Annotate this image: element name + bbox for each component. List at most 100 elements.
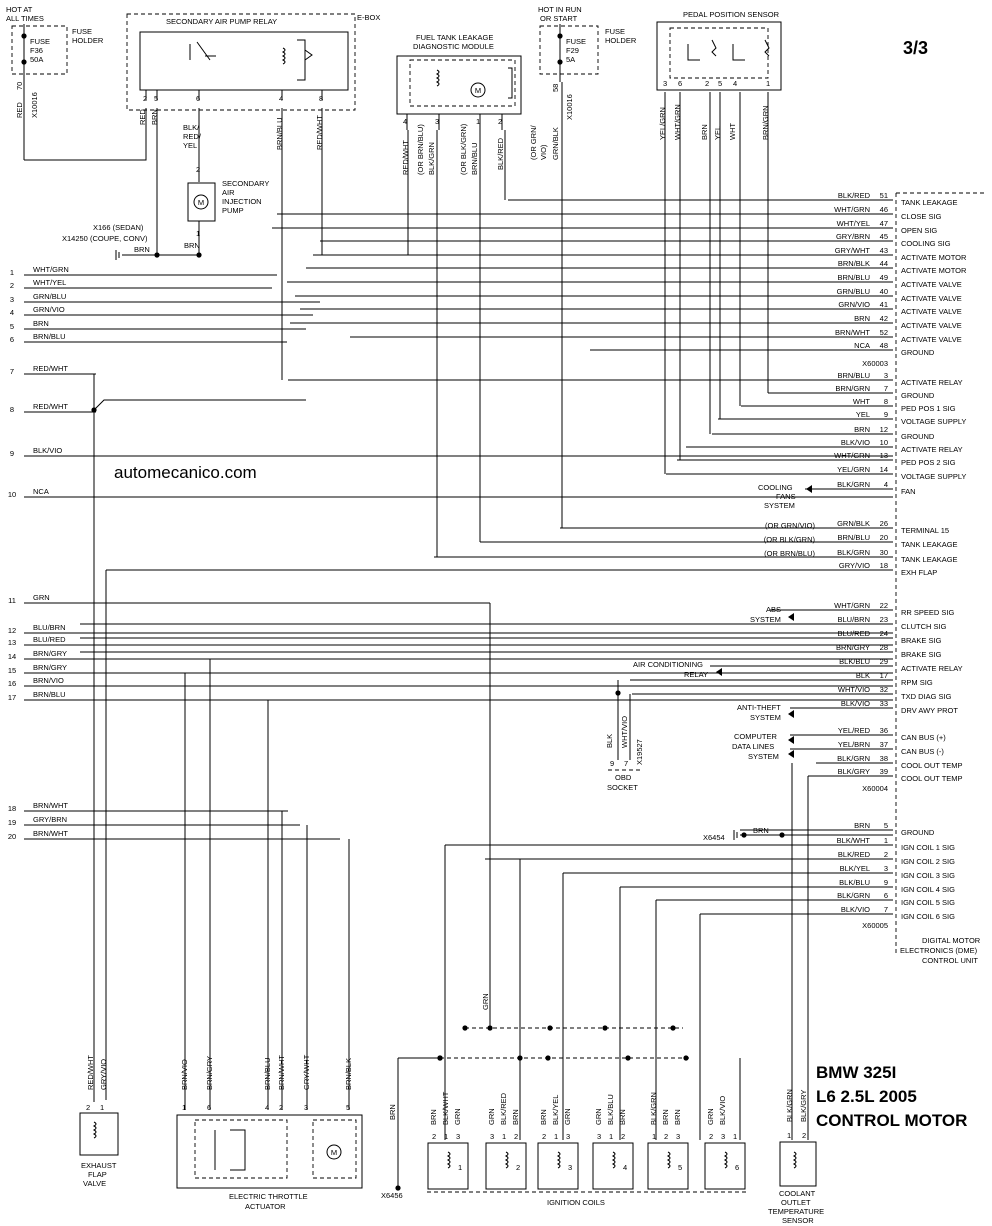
coolant-label: OUTLET xyxy=(781,1198,811,1207)
dme-pin-17: 17 xyxy=(880,671,888,680)
exhaust-coil xyxy=(92,1121,97,1139)
left-wire-num-1: 1 xyxy=(10,268,14,277)
left-wire-num-6: 6 xyxy=(10,335,14,344)
left-wire-num-12: 12 xyxy=(8,626,16,635)
relay-pin-6: 6 xyxy=(196,94,200,103)
splice-dot xyxy=(615,690,621,696)
pedal-pin-3: 3 xyxy=(663,79,667,88)
dme-func-43: ACTIVATE MOTOR xyxy=(901,253,967,262)
fuse-holder-label: HOLDER xyxy=(72,36,104,45)
left-wire-label-4: GRN/VIO xyxy=(33,305,65,314)
relay-title: SECONDARY AIR PUMP RELAY xyxy=(166,17,277,26)
left-wire-num-8: 8 xyxy=(10,405,14,414)
pedal-wire: BRN/GRN xyxy=(761,105,770,140)
coil-number-6: 6 xyxy=(735,1163,739,1172)
coil-pin: 3 xyxy=(721,1132,725,1141)
fuse-holder-1 xyxy=(11,25,68,75)
motor-letter: M xyxy=(475,86,481,95)
pump-pin-2: 2 xyxy=(196,165,200,174)
coil-wire-label: BLK/WHT xyxy=(441,1091,450,1125)
relay-pin-2: 2 xyxy=(143,94,147,103)
dme-alt-wire: (OR BRN/BLU) xyxy=(764,549,815,558)
coil-number-2: 2 xyxy=(516,1163,520,1172)
relay-feed-wire xyxy=(24,108,147,161)
pedal-box xyxy=(656,21,782,91)
dme-pin-6: 6 xyxy=(884,891,888,900)
dme-func-14: VOLTAGE SUPPLY xyxy=(901,472,966,481)
component-layer xyxy=(11,13,985,1193)
dme-func-40: ACTIVATE VALVE xyxy=(901,294,962,303)
throttle-wire-label: BRN/WHT xyxy=(277,1055,286,1090)
coil-pin: 1 xyxy=(609,1132,613,1141)
dme-pin-20: 20 xyxy=(880,533,888,542)
left-wire-num-18: 18 xyxy=(8,804,16,813)
coil-symbol xyxy=(666,1151,671,1169)
left-wire-num-17: 17 xyxy=(8,693,16,702)
dme-wire-43: GRY/WHT xyxy=(835,246,871,255)
antitheft-label: ANTI-THEFT xyxy=(737,703,781,712)
fuse-label: FUSE xyxy=(30,37,50,46)
wire-layer xyxy=(23,24,893,1188)
dme-pin-45: 45 xyxy=(880,232,888,241)
left-wire-label-10: NCA xyxy=(33,487,49,496)
relay-pin-8: 8 xyxy=(319,94,323,103)
exhaust-red-wht-wire xyxy=(24,373,95,1102)
left-wire-label-5: BRN xyxy=(33,319,49,328)
fuse-holder-label: FUSE xyxy=(605,27,625,36)
dme-name: CONTROL UNIT xyxy=(922,956,978,965)
coil-wire-label: BRN xyxy=(661,1109,670,1125)
dme-wire-10: BLK/VIO xyxy=(841,438,870,447)
pump-motor xyxy=(193,194,209,210)
dme-alt-wire: (OR BLK/GRN) xyxy=(764,535,816,544)
coil-pin: 1 xyxy=(502,1132,506,1141)
relay-pin-5: 5 xyxy=(154,94,158,103)
dm-wire: (OR BRN/BLU) xyxy=(416,124,425,175)
coil-pin: 2 xyxy=(432,1132,436,1141)
coil-wire-label: BLK/GRN xyxy=(649,1092,658,1125)
exhaust-pin-1: 1 xyxy=(100,1103,104,1112)
splice-dot xyxy=(741,832,747,838)
obd-label: SOCKET xyxy=(607,783,638,792)
coil-symbol xyxy=(446,1151,451,1169)
dme-wire-49: BRN/BLU xyxy=(837,273,870,282)
dme-func-28: BRAKE SIG xyxy=(901,650,942,659)
obd-wire-blk: BLK xyxy=(605,734,614,748)
ground-x6454: X6454 xyxy=(703,833,725,842)
title-line-2: L6 2.5L 2005 xyxy=(816,1087,917,1106)
fuse-terminal xyxy=(21,33,27,39)
fuse-holder-label: HOLDER xyxy=(605,36,637,45)
fuse-label: FUSE xyxy=(566,37,586,46)
conn-x10016: X10016 xyxy=(30,92,39,118)
coil-wire-label: BLK/BLU xyxy=(606,1094,615,1125)
throttle-motor xyxy=(326,1144,342,1160)
dme-pin-51: 51 xyxy=(880,191,888,200)
coolant-wire-label: BLK/GRY xyxy=(799,1090,808,1122)
dme-wire-9: YEL xyxy=(856,410,870,419)
relay-switch xyxy=(189,41,216,61)
pedal-wire: WHT/GRN xyxy=(673,104,682,140)
computer-label: SYSTEM xyxy=(748,752,779,761)
antitheft-label: SYSTEM xyxy=(750,713,781,722)
dme-wire-33: BLK/VIO xyxy=(841,699,870,708)
dm-pin-2: 2 xyxy=(498,117,502,126)
left-wire-label-19: GRY/BRN xyxy=(33,815,67,824)
fuse-f36: F36 xyxy=(30,46,43,55)
pump-box xyxy=(187,182,216,222)
pedal-title: PEDAL POSITION SENSOR xyxy=(683,10,780,19)
dme-func-1: IGN COIL 1 SIG xyxy=(901,843,955,852)
coil-wire-label: GRN xyxy=(487,1108,496,1125)
dme-pin-23: 23 xyxy=(880,615,888,624)
exhaust-wire-gryvio: GRY/VIO xyxy=(99,1059,108,1090)
dme-wire-24: BLU/RED xyxy=(837,629,870,638)
dme-wire-3: BLK/YEL xyxy=(840,864,870,873)
dm-wire: BRN/BLU xyxy=(470,142,479,175)
coolant-label: COOLANT xyxy=(779,1189,816,1198)
dm-inner xyxy=(409,59,516,107)
dme-func-39: COOL OUT TEMP xyxy=(901,774,963,783)
dme-wire-37: YEL/BRN xyxy=(838,740,870,749)
obd-pin-9: 9 xyxy=(610,759,614,768)
splice-dot xyxy=(779,832,785,838)
left-wire-label-6: BRN/BLU xyxy=(33,332,66,341)
splice-dot xyxy=(437,1055,443,1061)
cooling-fans-label: FANS xyxy=(776,492,796,501)
